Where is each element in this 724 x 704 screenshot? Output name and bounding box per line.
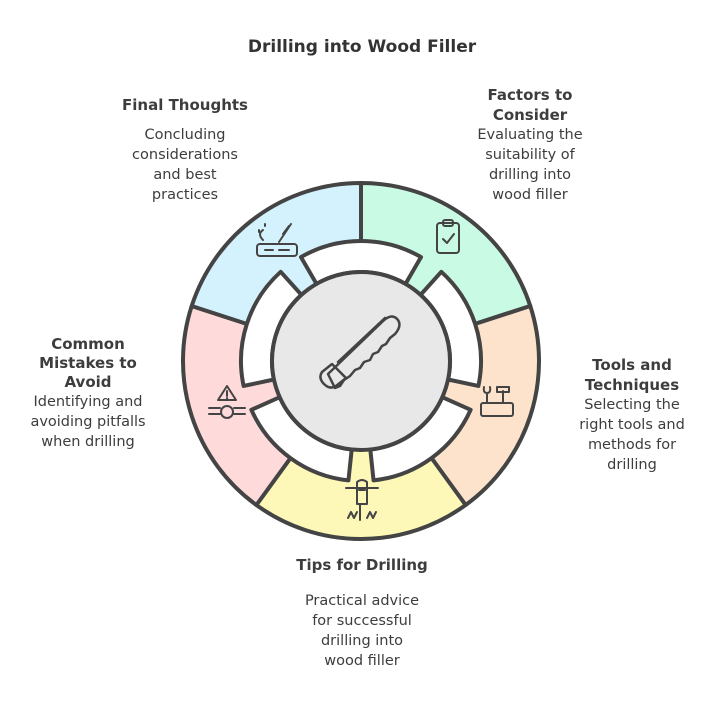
heading-line: Tools and [592,356,672,374]
desc-line: Practical advice [304,593,420,609]
desc-line: avoiding pitfalls [30,414,146,430]
desc-line: suitability of [485,147,575,163]
desc-line: Selecting the [584,397,680,413]
desc-line: considerations [132,147,238,163]
desc-line: for successful [312,613,412,629]
hacksaw-icon [319,315,401,390]
heading-line: Mistakes to [39,354,137,372]
desc-line: wood filler [324,653,400,669]
heading-line: Consider [492,106,568,124]
desc-line: Concluding [144,127,226,143]
desc-line: and best [153,167,217,183]
clipboard-check-icon [436,219,460,254]
desc-line: drilling into [488,167,572,183]
desc-line: right tools and [579,417,685,433]
desc-line: when drilling [41,434,135,450]
label-factors: Factors to Consider Evaluating the suitabi… [460,85,600,205]
filling-tool-icon [256,223,298,257]
desc-line: Identifying and [33,394,143,410]
desc-line: drilling into [320,633,404,649]
label-tips: Tips for Drilling Practical advice for su… [272,555,452,671]
desc-line: drilling [607,457,657,473]
diagram-title: Drilling into Wood Filler [247,37,477,57]
heading-line: Techniques [584,376,680,394]
warning-pipe-icon [208,385,246,419]
center-circle [270,270,452,452]
heading-line: Avoid [64,373,112,391]
heading-line: Factors to [487,86,573,104]
jackhammer-icon [345,479,379,521]
heading: Factors to Consider [460,85,600,125]
heading: Final Thoughts [122,96,248,114]
desc-line: wood filler [492,187,568,203]
desc-line: Evaluating the [477,127,583,143]
heading-line: Common [51,335,125,353]
label-final: Final Thoughts Concluding considerations a… [110,95,260,205]
heading: Tips for Drilling [296,556,428,574]
desc-line: methods for [587,437,677,453]
desc-line: practices [151,187,219,203]
toolbox-icon [480,386,514,417]
